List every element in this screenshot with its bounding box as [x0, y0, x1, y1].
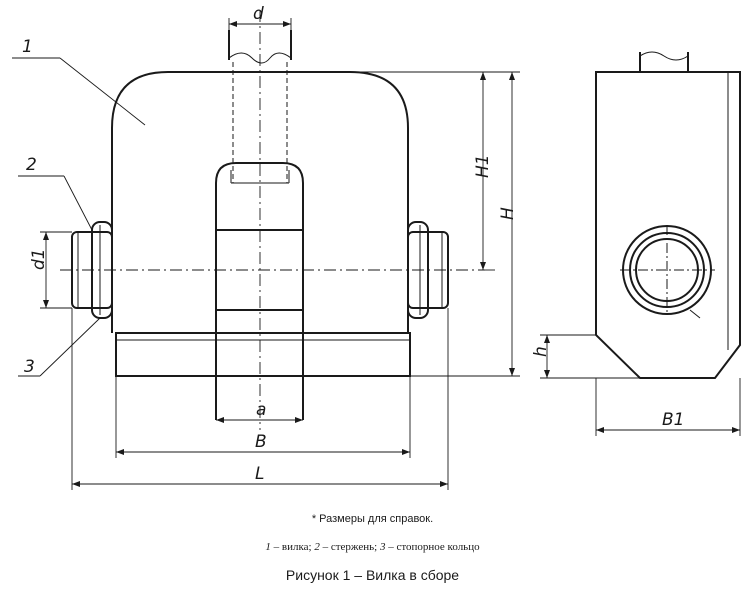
reference-note: * Размеры для справок. [311, 513, 434, 525]
dim-label-h-small: h [531, 346, 551, 357]
dim-label-h: H [498, 207, 518, 220]
leader-2 [63, 175, 93, 231]
dim-label-b: B [255, 432, 267, 452]
legend-num-3: 3 [379, 541, 386, 553]
legend-num-2: 2 [314, 541, 320, 553]
side-body [595, 71, 741, 379]
legend-text-3: – стопорное кольцо [385, 541, 480, 553]
part-number-2: 2 [26, 155, 37, 175]
parts-legend: 1 – вилка; 2 – стержень; 3 – стопорное к… [0, 541, 745, 553]
legend-text-2: – стержень; [319, 541, 380, 553]
dim-label-b1: B1 [662, 410, 684, 430]
leader-3 [39, 317, 101, 377]
part-leaders [12, 57, 146, 377]
legend-text-1: – вилка; [270, 541, 315, 553]
dim-label-a: a [256, 400, 266, 420]
part-number-1: 1 [22, 37, 33, 57]
part-number-3: 3 [24, 357, 35, 377]
fork-base [115, 332, 411, 377]
dim-label-d1: d1 [29, 248, 49, 270]
leader-1 [59, 57, 146, 126]
front-view [60, 10, 485, 430]
side-view [595, 51, 741, 379]
dimensions [40, 18, 520, 490]
dim-label-h1: H1 [473, 154, 493, 178]
figure-title: Рисунок 1 – Вилка в сборе [285, 567, 460, 583]
dim-label-l: L [255, 464, 264, 484]
legend-num-1: 1 [265, 541, 271, 553]
rod-head [215, 162, 304, 420]
fork-body [111, 71, 409, 333]
side-dimensions [540, 334, 741, 436]
dim-label-d: d [253, 4, 264, 24]
